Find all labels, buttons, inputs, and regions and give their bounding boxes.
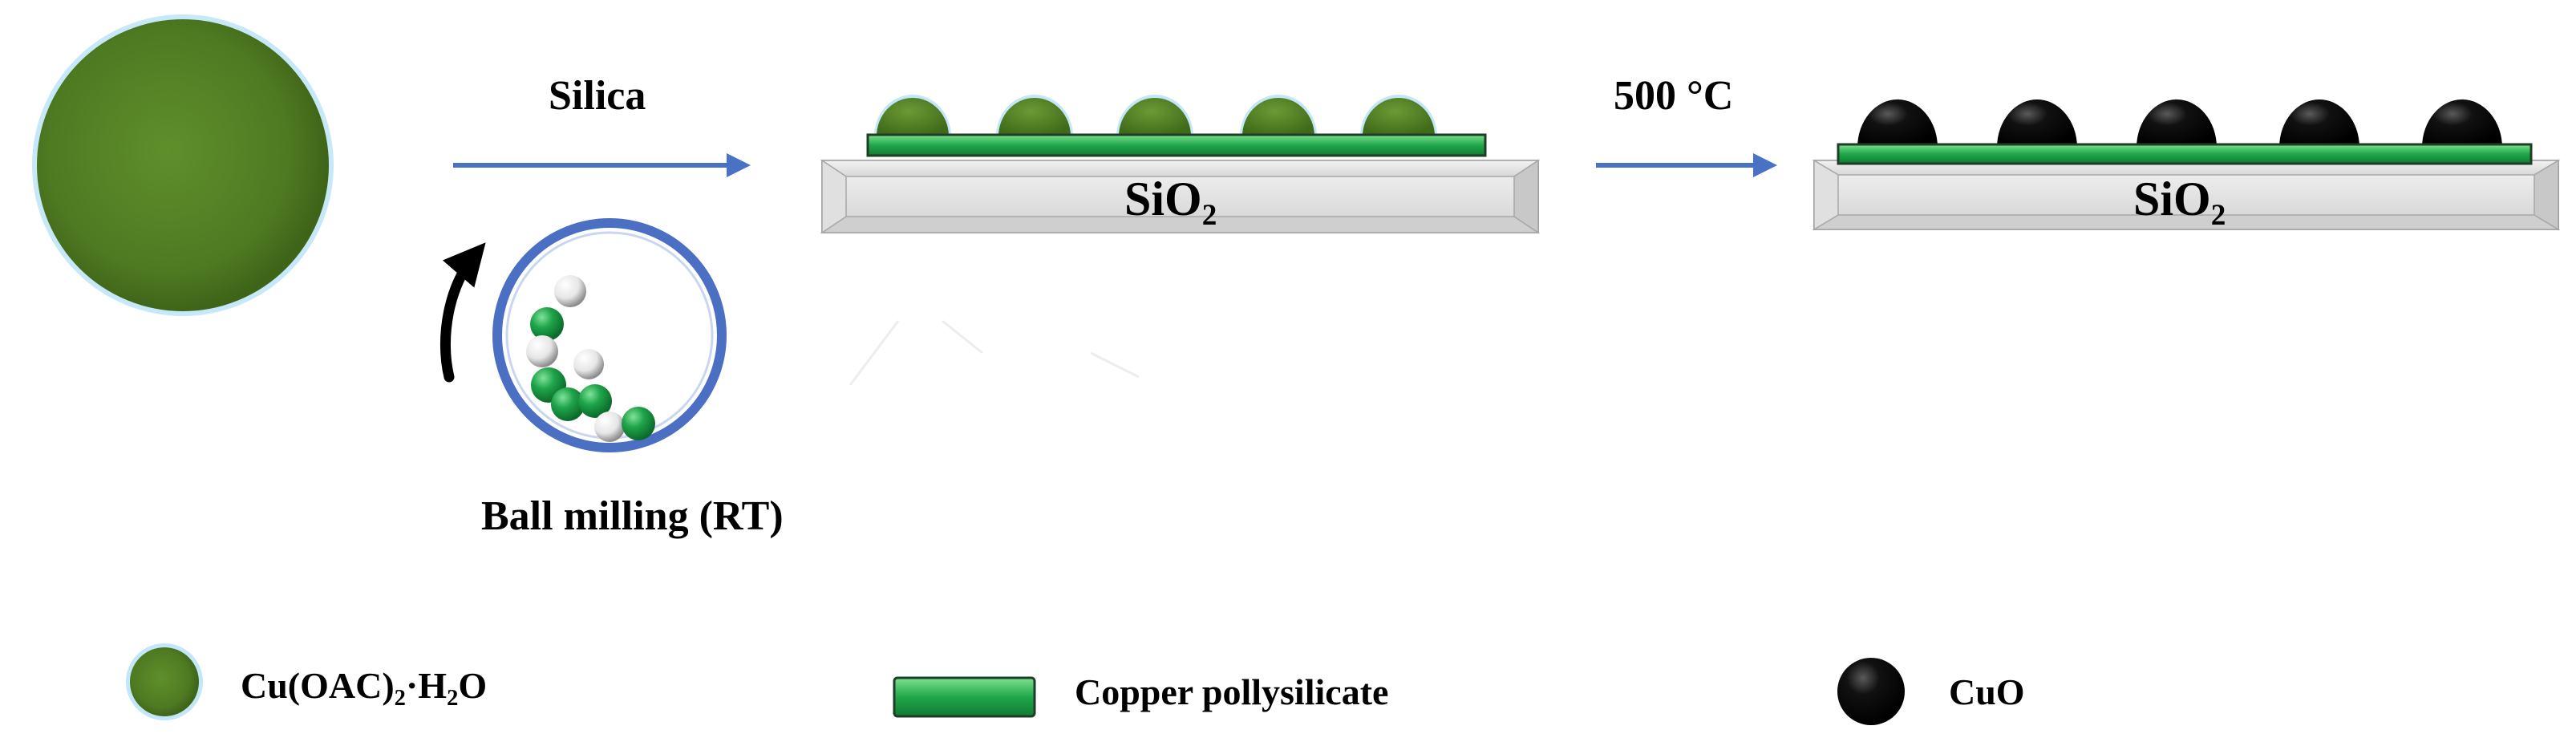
milling-balls — [526, 275, 655, 442]
cuo-domes — [1857, 99, 2502, 148]
legend-cu-acetate-sub2: 2 — [447, 686, 459, 712]
substrate-label-2: SiO2 — [2133, 172, 2226, 230]
legend-cu-acetate-sub1: 2 — [394, 686, 406, 712]
intermediate-substrate — [820, 159, 1541, 234]
legend-polysilicate-icon — [893, 676, 1036, 718]
precursor-particle — [32, 14, 334, 316]
polysilicate-layer-2 — [1837, 143, 2533, 165]
legend-cu-acetate-label: Cu(OAC)2·H2O — [241, 665, 488, 710]
substrate-label-2-main: SiO — [2133, 172, 2211, 225]
rotation-arrow-icon — [439, 242, 486, 383]
precursor-domes — [874, 95, 1437, 136]
legend-cuo-label: CuO — [1949, 671, 2025, 712]
legend-cu-acetate-mid: ·H — [405, 665, 448, 706]
polysilicate-layer-1 — [866, 133, 1487, 157]
legend-cu-acetate-main: Cu(OAC) — [241, 665, 395, 706]
temperature-label: 500 °C — [1614, 73, 1734, 119]
substrate-label-1: SiO2 — [1124, 172, 1217, 230]
legend-polysilicate-label: Copper pollysilicate — [1075, 671, 1389, 712]
substrate-label-2-sub: 2 — [2210, 198, 2226, 232]
legend-cuo-icon — [1837, 658, 1905, 725]
final-substrate — [1812, 159, 2561, 231]
legend-cu-acetate-end: O — [458, 665, 488, 706]
ball-milling-label: Ball milling (RT) — [481, 493, 784, 539]
legend-cu-acetate-icon — [126, 643, 203, 720]
faint-projection-lines — [849, 319, 1140, 386]
substrate-label-1-main: SiO — [1124, 172, 1202, 225]
substrate-label-1-sub: 2 — [1201, 198, 1217, 232]
silica-label: Silica — [549, 73, 646, 119]
